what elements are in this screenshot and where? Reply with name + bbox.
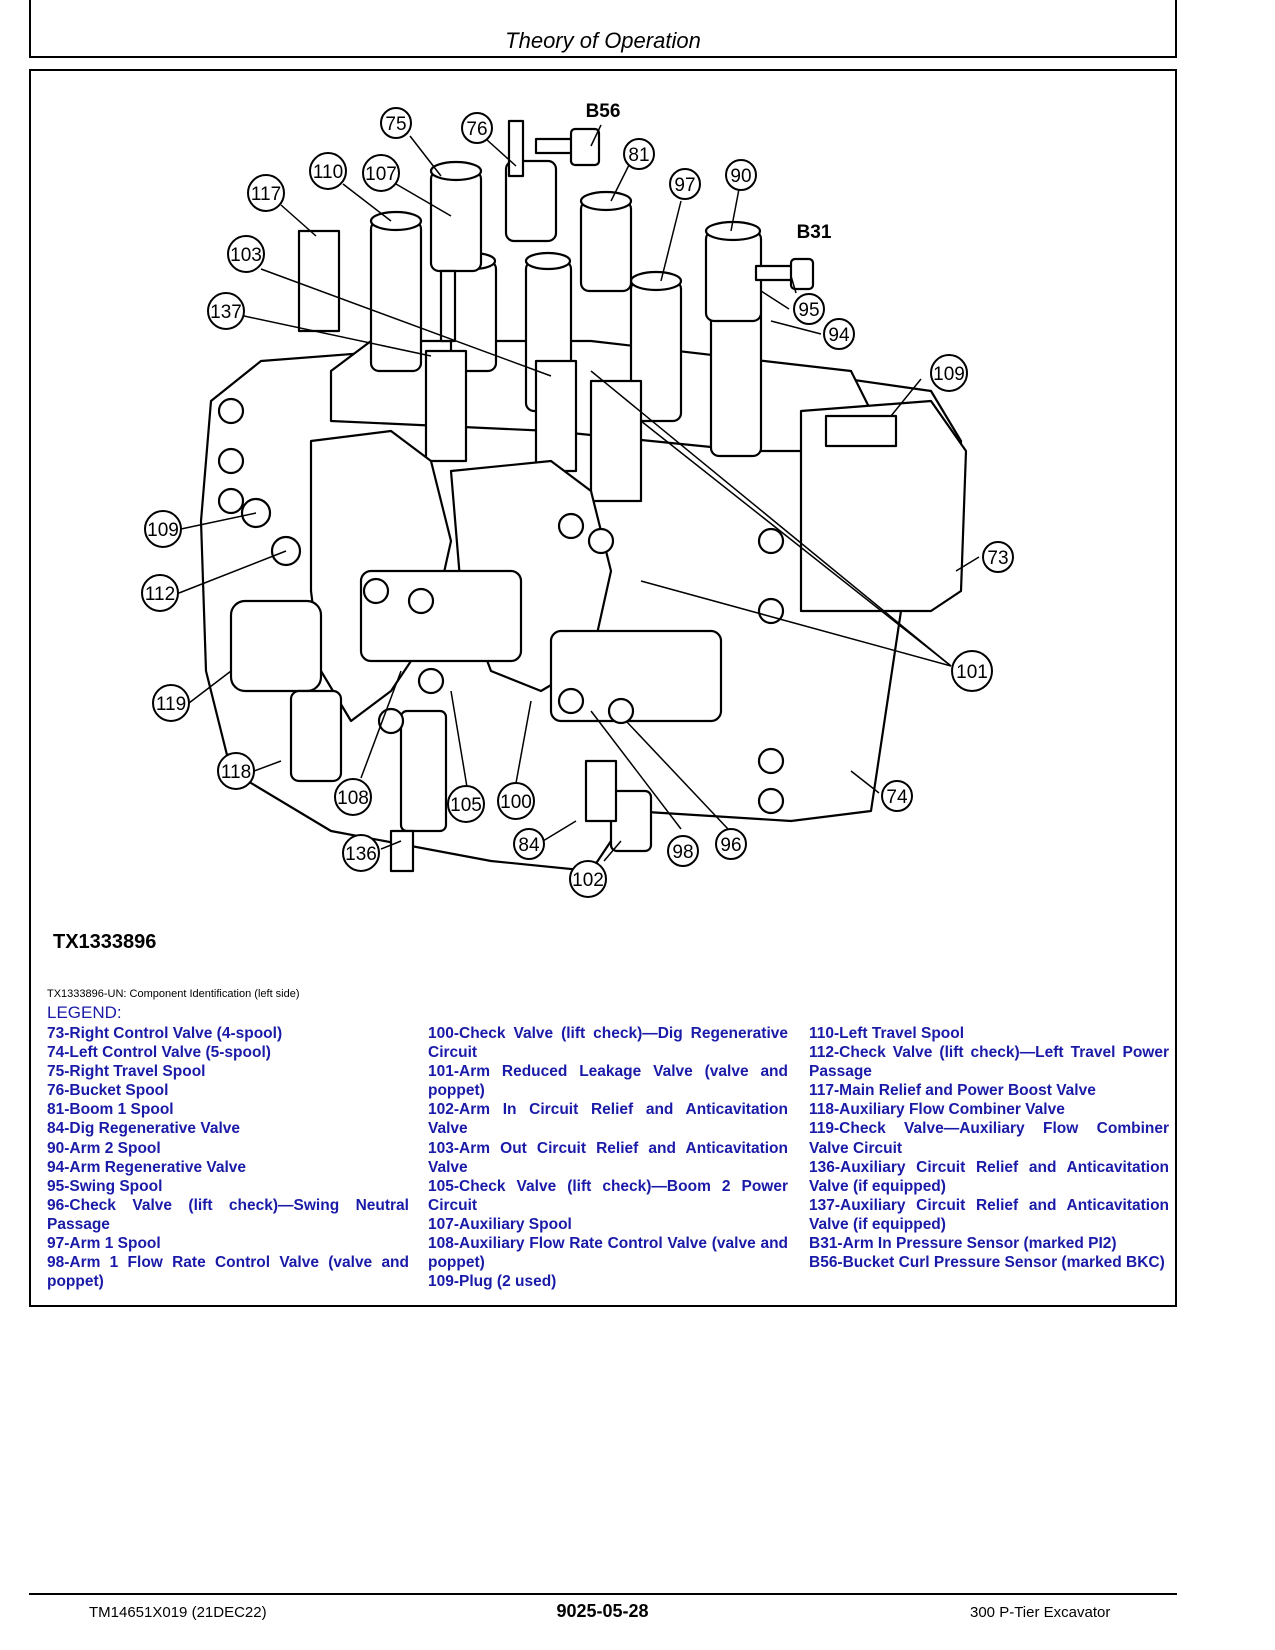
legend-item: 103-Arm Out Circuit Relief and Anticavit… [428,1139,788,1176]
legend-item: 96-Check Valve (lift check)—Swing Neutra… [47,1196,409,1233]
svg-text:109: 109 [147,520,179,541]
legend-column-1: 73-Right Control Valve (4-spool) 74-Left… [47,1024,409,1291]
figure-id: TX1333896 [53,931,157,953]
legend-item: 107-Auxiliary Spool [428,1215,572,1233]
svg-text:94: 94 [828,325,850,346]
legend-item: 73-Right Control Valve (4-spool) [47,1025,283,1042]
svg-text:96: 96 [720,835,741,856]
svg-text:118: 118 [221,762,251,783]
svg-text:75: 75 [385,114,406,135]
svg-text:103: 103 [230,245,262,266]
svg-text:73: 73 [987,548,1008,569]
legend-item: B56-Bucket Curl Pressure Sensor (marked … [809,1254,1165,1272]
svg-text:101: 101 [956,662,988,683]
svg-text:97: 97 [674,175,695,196]
legend-item: 97-Arm 1 Spool [47,1235,161,1253]
legend-item: 84-Dig Regenerative Valve [47,1120,240,1138]
legend-item: 94-Arm Regenerative Valve [47,1158,247,1176]
legend-item: 136-Auxiliary Circuit Relief and Anticav… [809,1158,1169,1195]
page-title: Theory of Operation [505,28,701,53]
legend-item: 109-Plug (2 used) [428,1273,557,1291]
figure-box: 75 76 81 110 107 97 90 117 103 95 137 94 109 109 7… [29,69,1177,1307]
legend-item: 81-Boom 1 Spool [47,1101,174,1119]
svg-text:B56: B56 [586,101,621,122]
footer-model: 300 P-Tier Excavator [970,1604,1111,1621]
legend-item: 117-Main Relief and Power Boost Valve [809,1082,1096,1100]
legend-item: 108-Auxiliary Flow Rate Control Valve (v… [428,1235,788,1272]
legend-item: 98-Arm 1 Flow Rate Control Valve (valve … [47,1254,409,1291]
footer-divider [29,1593,1177,1595]
legend-item: 102-Arm In Circuit Relief and Anticavita… [428,1101,788,1138]
legend-item: 75-Right Travel Spool [47,1063,206,1081]
svg-text:107: 107 [365,164,397,185]
svg-text:108: 108 [337,788,369,809]
legend-item: 95-Swing Spool [47,1177,163,1195]
legend-column-2: 100-Check Valve (lift check)—Dig Regener… [428,1024,788,1291]
footer-doc-id: TM14651X019 (21DEC22) [89,1604,267,1621]
legend-item: B31-Arm In Pressure Sensor (marked PI2) [809,1235,1117,1253]
svg-text:136: 136 [345,844,377,865]
svg-text:76: 76 [466,119,487,140]
legend-item: 76-Bucket Spool [47,1082,169,1100]
svg-text:119: 119 [156,694,186,715]
svg-text:98: 98 [672,842,693,863]
legend-item: 101-Arm Reduced Leakage Valve (valve and… [428,1063,788,1100]
svg-text:81: 81 [628,145,649,166]
legend-item: 90-Arm 2 Spool [47,1139,161,1157]
svg-text:137: 137 [210,302,242,323]
legend-item: 105-Check Valve (lift check)—Boom 2 Powe… [428,1177,788,1214]
control-valve-diagram: 75 76 81 110 107 97 90 117 103 95 137 94 109 109 7… [141,101,1014,898]
svg-text:B31: B31 [797,222,832,243]
svg-text:74: 74 [886,787,908,808]
svg-text:109: 109 [933,364,965,385]
svg-text:90: 90 [730,166,751,187]
legend-item: 119-Check Valve—Auxiliary Flow Combiner … [809,1120,1169,1157]
legend-item: 137-Auxiliary Circuit Relief and Anticav… [809,1196,1169,1233]
legend-title: LEGEND: [47,1003,122,1022]
legend-item: 118-Auxiliary Flow Combiner Valve [809,1101,1065,1119]
figure-caption: TX1333896-UN: Component Identification (… [47,988,300,1000]
svg-text:95: 95 [798,300,819,321]
svg-text:102: 102 [572,870,604,891]
svg-text:100: 100 [500,792,532,813]
svg-text:112: 112 [145,584,175,605]
legend-item: 100-Check Valve (lift check)—Dig Regener… [428,1025,788,1062]
svg-text:110: 110 [313,162,343,183]
legend-item: 74-Left Control Valve (5-spool) [47,1044,271,1062]
legend-item: 110-Left Travel Spool [809,1025,965,1042]
svg-text:105: 105 [450,795,482,816]
footer-page-number: 9025-05-28 [556,1601,649,1621]
svg-text:117: 117 [251,184,281,205]
legend-column-3: 110-Left Travel Spool 112-Check Valve (l… [809,1024,1169,1272]
legend-item: 112-Check Valve (lift check)—Left Travel… [809,1044,1169,1081]
header-box: Theory of Operation [29,0,1177,58]
svg-text:84: 84 [518,835,540,856]
